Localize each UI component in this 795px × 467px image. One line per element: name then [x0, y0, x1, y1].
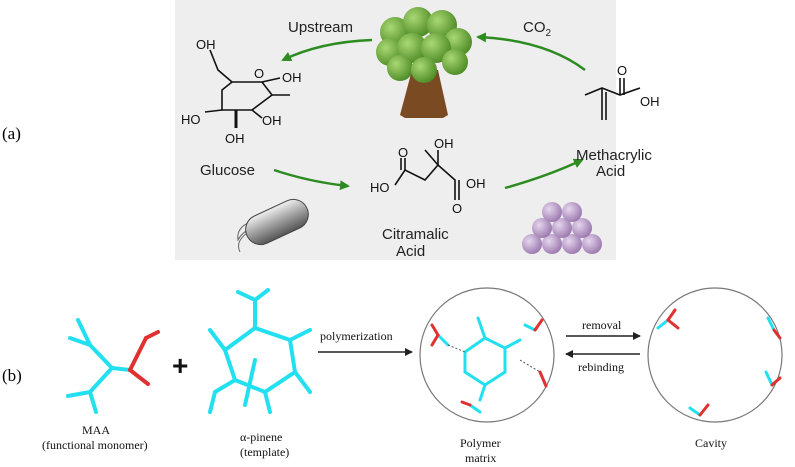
methacrylic-label-1: Methacrylic — [576, 147, 652, 164]
cycle-labels: Upstream CO2 Glucose Citramalic Acid Met… — [200, 19, 652, 260]
panel-label-a: (a) — [2, 124, 21, 143]
citramalic-oh-right: OH — [466, 176, 486, 191]
citramalic-label-2: Acid — [396, 243, 425, 260]
rebinding-label: rebinding — [578, 360, 624, 374]
methacrylic-labels: O OH — [617, 63, 660, 109]
polymer-label-1: Polymer — [460, 436, 501, 450]
glucose-oh-bottom: OH — [225, 131, 245, 146]
maa-label-1: MAA — [82, 423, 110, 437]
citramalic-oh-top: OH — [434, 136, 454, 151]
pinene-molecule — [208, 288, 312, 414]
maa-molecule — [66, 318, 160, 414]
citramalic-ho-left: HO — [370, 180, 390, 195]
pinene-label-1: α-pinene — [240, 430, 282, 444]
methacrylic-label-2: Acid — [596, 163, 625, 180]
citramalic-o-left: O — [398, 145, 408, 160]
co2-label: CO2 — [523, 19, 552, 39]
glucose-structure — [204, 49, 290, 128]
bacterium-icon — [237, 198, 309, 253]
glucose-oh-right-1: OH — [282, 70, 302, 85]
glucose-o-ring: O — [254, 66, 264, 81]
panel-label-b: (b) — [2, 366, 22, 385]
sphere-pile-icon — [522, 202, 602, 254]
cycle-arrows — [273, 32, 586, 191]
removal-label: removal — [582, 318, 622, 332]
polymer-matrix — [419, 287, 555, 423]
methacrylic-oh: OH — [640, 94, 660, 109]
glucose-ho-left: HO — [181, 112, 201, 127]
glucose-label: Glucose — [200, 162, 255, 179]
polymer-label-2: matrix — [465, 451, 496, 465]
maa-label-2: (functional monomer) — [42, 438, 148, 452]
citramalic-o-bottom: O — [452, 201, 462, 216]
plus-sign: + — [172, 350, 188, 381]
citramalic-labels: OH O HO OH O — [370, 136, 486, 216]
arrow-tree-to-glucose — [281, 38, 373, 62]
glucose-labels: OH O OH OH HO OH — [181, 37, 302, 146]
tree-icon — [376, 7, 472, 118]
cavity-label: Cavity — [695, 436, 727, 450]
arrow-glucose-to-citramalic — [273, 168, 350, 191]
process-labels: MAA (functional monomer) α-pinene (templ… — [42, 318, 727, 465]
citramalic-label-1: Citramalic — [382, 226, 449, 243]
polymerization-label: polymerization — [320, 329, 393, 343]
glucose-oh-right-2: OH — [262, 113, 282, 128]
methacrylic-o: O — [617, 63, 627, 78]
methacrylic-structure — [584, 78, 641, 120]
arrow-citramalic-to-methacrylic — [504, 158, 584, 190]
citramalic-structure — [394, 149, 460, 200]
glucose-oh-top: OH — [196, 37, 216, 52]
pinene-label-2: (template) — [240, 445, 289, 459]
arrow-methacrylic-to-tree — [476, 32, 586, 72]
upstream-label: Upstream — [288, 19, 353, 36]
cavity — [647, 287, 783, 423]
